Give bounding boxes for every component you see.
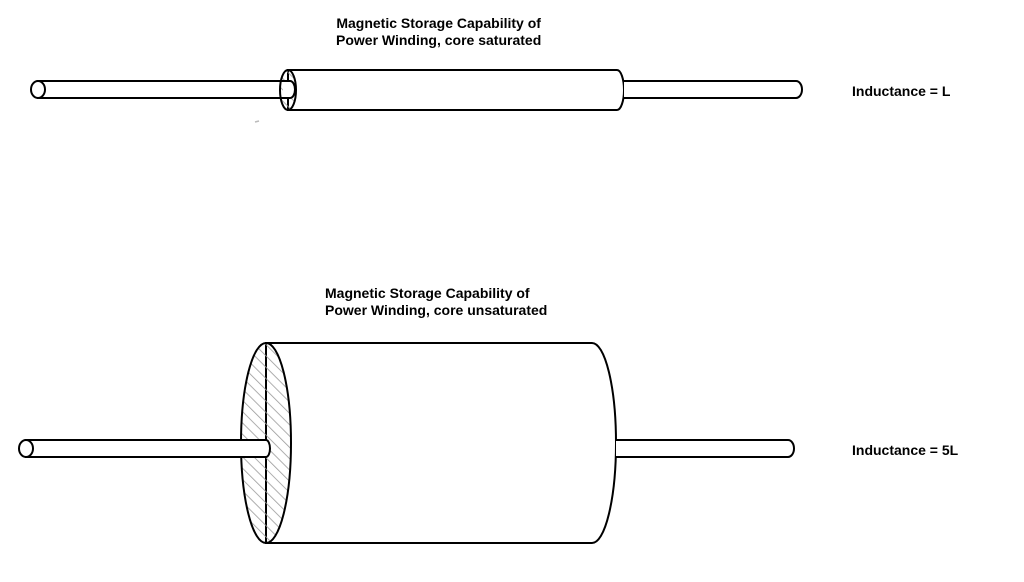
- inductance-5l-label: Inductance = 5L: [852, 442, 959, 458]
- saturated-title-line1: Magnetic Storage Capability of: [336, 15, 541, 31]
- saturated-title: Magnetic Storage Capability of Power Win…: [336, 15, 541, 49]
- unsaturated-title-line2: Power Winding, core unsaturated: [325, 302, 548, 318]
- unsaturated-title: Magnetic Storage Capability of Power Win…: [325, 285, 547, 319]
- saturated-title-line2: Power Winding, core saturated: [336, 32, 542, 48]
- bottom-right-wire: [616, 439, 795, 458]
- bottom-left-wire: [18, 439, 269, 458]
- top-left-wire: [30, 80, 291, 99]
- unsaturated-title-line1: Magnetic Storage Capability of: [325, 285, 530, 301]
- top-right-wire: [624, 80, 803, 99]
- stray-mark: [254, 120, 260, 123]
- unsaturated-winding-assembly: [18, 342, 795, 544]
- inductance-l-label: Inductance = L: [852, 83, 951, 99]
- top-winding-cylinder: [279, 69, 625, 111]
- saturated-winding-assembly: [30, 69, 803, 111]
- bottom-winding-cylinder: [240, 342, 617, 544]
